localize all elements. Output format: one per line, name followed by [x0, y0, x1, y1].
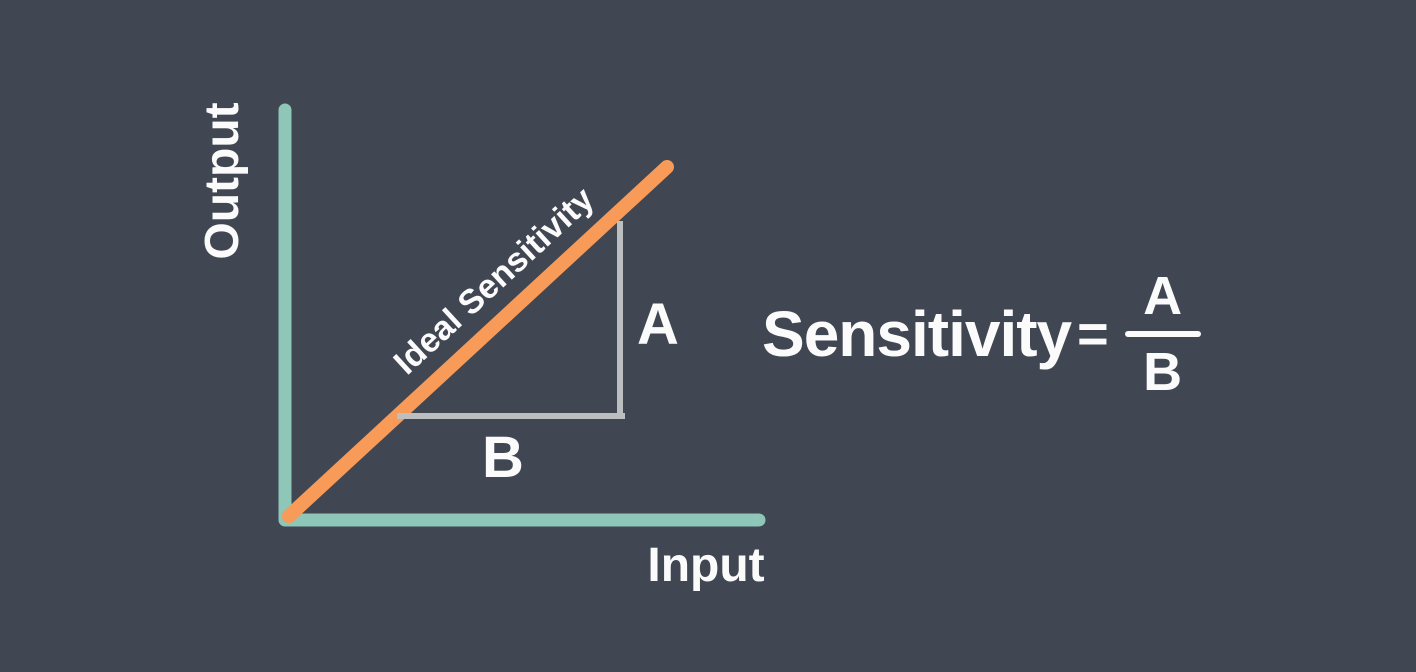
equals-sign: = — [1077, 304, 1109, 364]
fraction-bar — [1124, 331, 1201, 337]
fraction-denominator: B — [1143, 342, 1183, 402]
x-axis-label: Input — [647, 539, 765, 592]
rise-a-label: A — [637, 292, 679, 357]
fraction-numerator: A — [1143, 266, 1183, 326]
formula-lhs: Sensitivity — [762, 298, 1072, 370]
sensitivity-formula: Sensitivity = A B — [762, 269, 1201, 399]
formula-fraction: A B — [1124, 266, 1201, 402]
y-axis-label: Output — [196, 102, 249, 260]
run-b-label: B — [482, 425, 524, 490]
ideal-sensitivity-line — [282, 160, 674, 523]
